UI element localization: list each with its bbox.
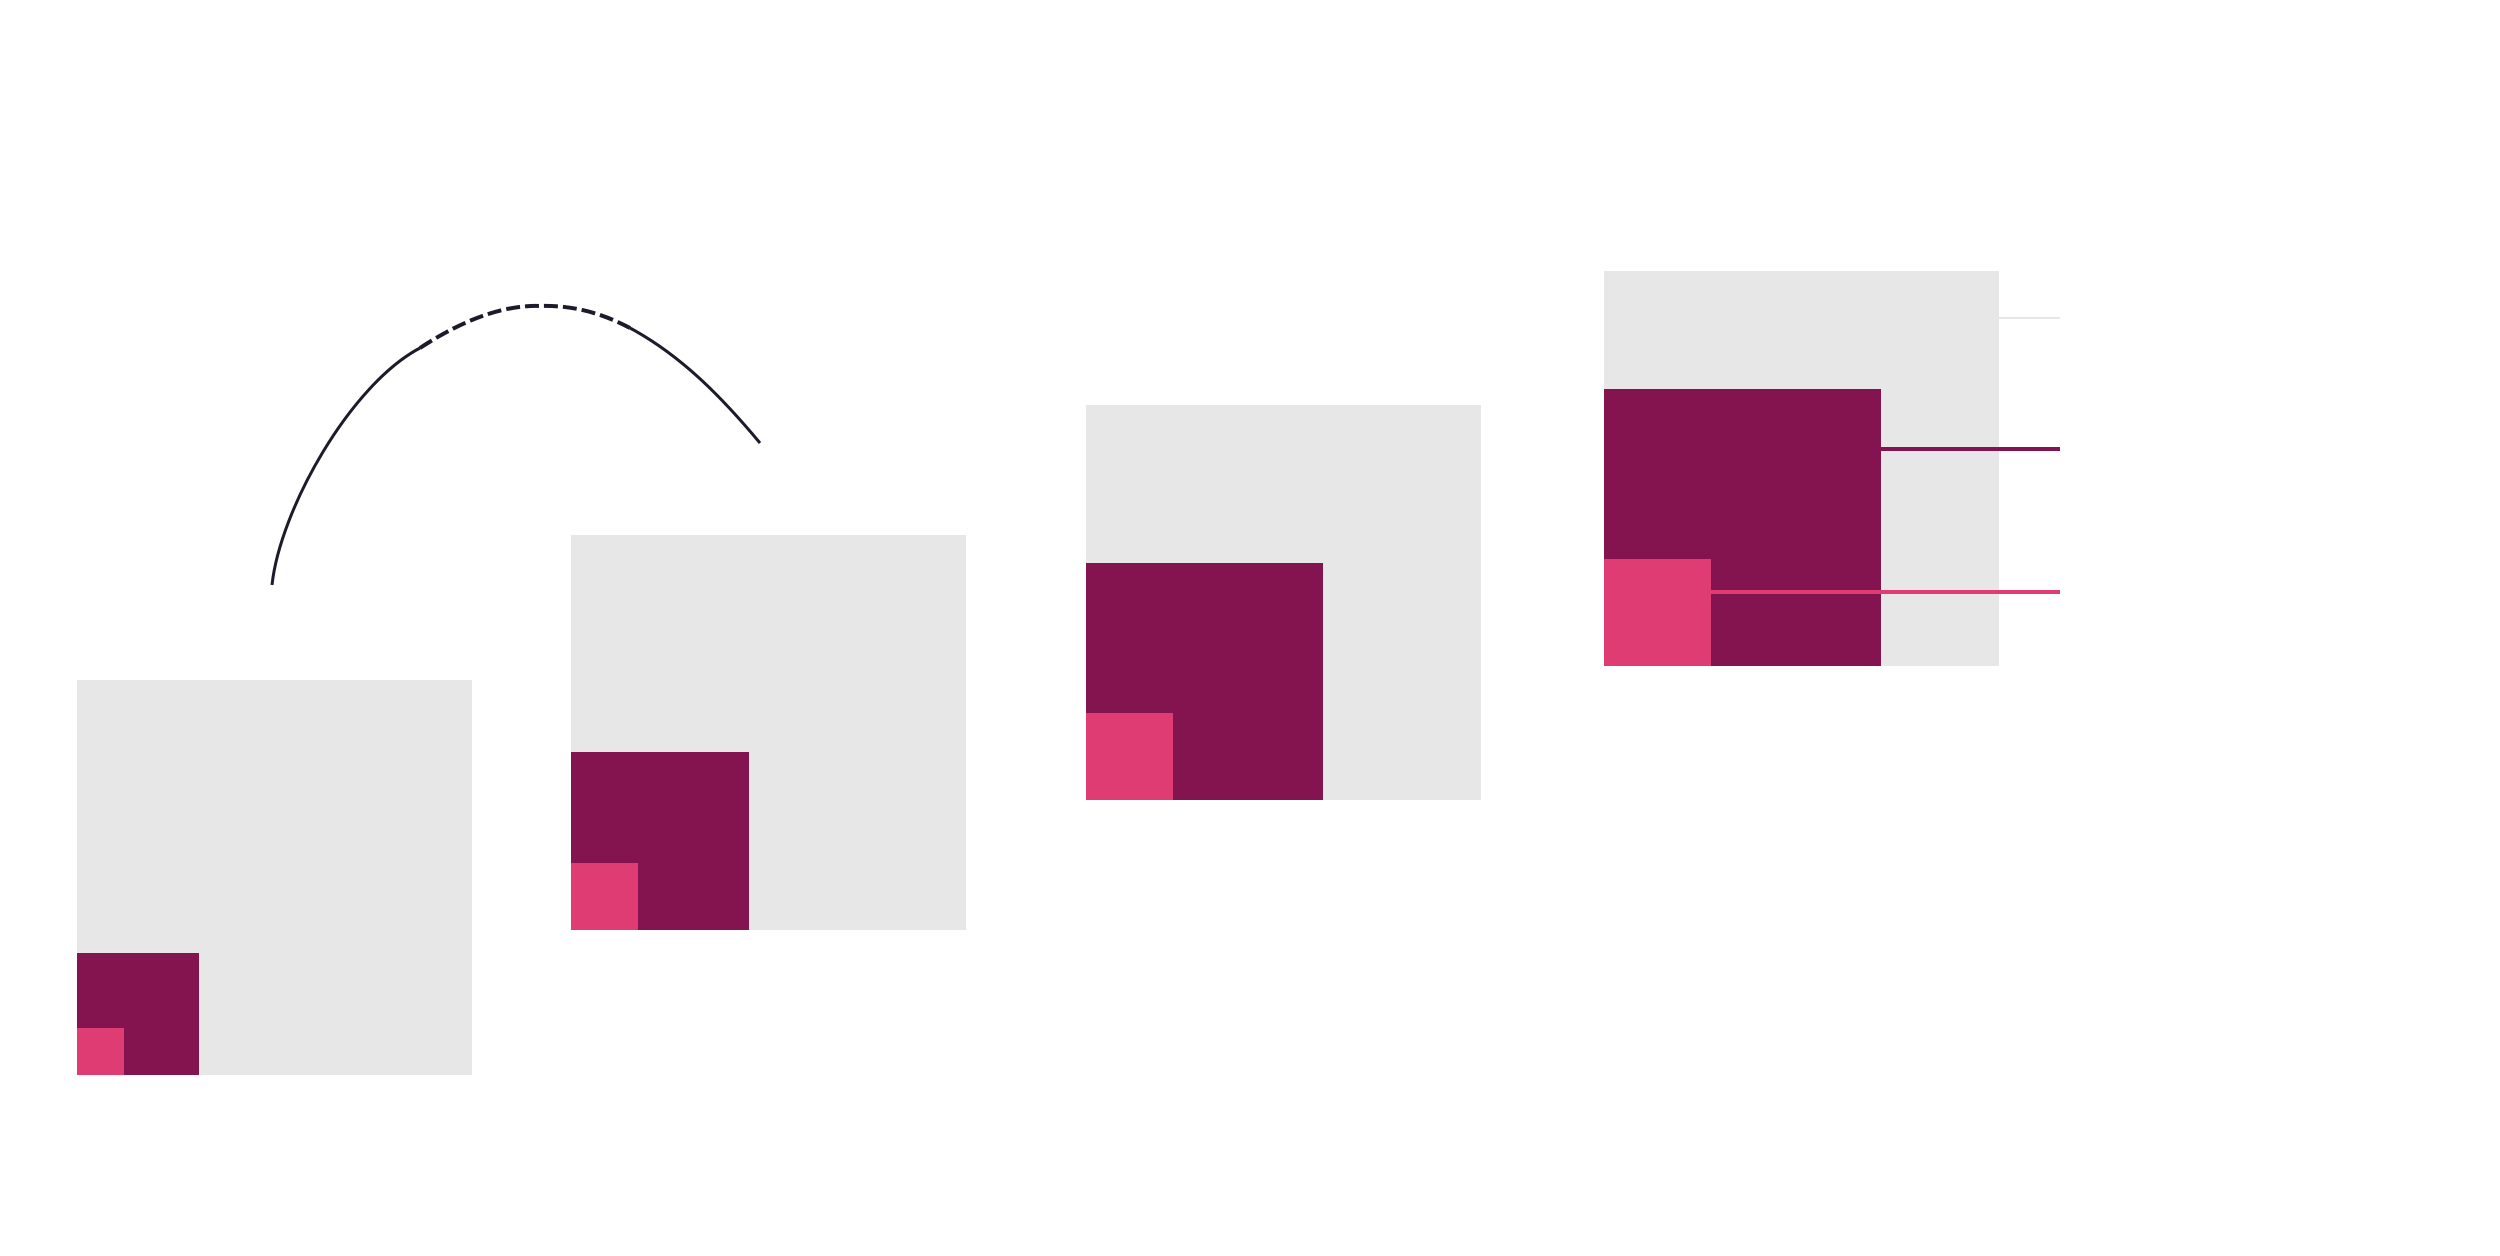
inner-square — [1086, 713, 1173, 800]
inner-square — [77, 1028, 124, 1075]
panel-3 — [1086, 405, 1481, 800]
arc-left-solid — [270, 346, 421, 586]
legend-leaders — [1711, 317, 2060, 594]
connector-arc — [270, 303, 762, 586]
panel-1 — [77, 680, 472, 1075]
panel-2 — [571, 535, 966, 930]
arc-right-solid — [629, 326, 762, 444]
arc-crest-dashed — [418, 303, 631, 350]
inner-square — [571, 863, 638, 930]
panel-4 — [1604, 271, 1999, 666]
inner-square — [1604, 559, 1711, 666]
